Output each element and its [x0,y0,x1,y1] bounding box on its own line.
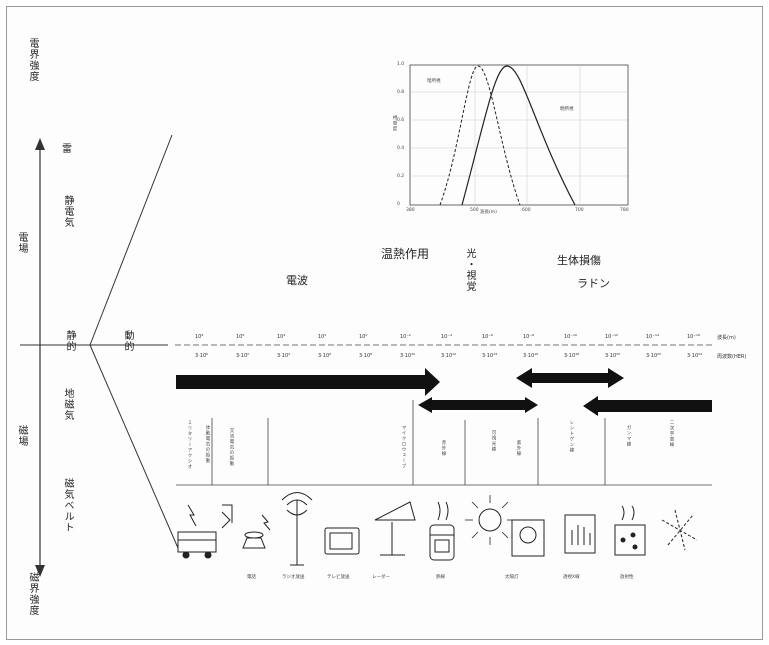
static-label: 静的 [64,330,75,352]
electric-field-strength-label: 電界強度 [27,38,38,82]
thermal-effect-label: 温熱作用 [381,247,430,261]
frequency-tick: 3·10¹⁸ [564,353,580,359]
inset-y-tick: 0.4 [397,146,405,151]
frequency-tick: 3·10² [236,353,250,359]
device-label-heat: 熱線 [436,575,445,580]
wavelength-tick: 10⁻⁴ [441,334,453,340]
band-arrows [176,368,712,416]
frequency-tick: 3·10²⁴ [687,353,703,359]
band-label-visible: 可視光線 [491,430,496,452]
biological-damage-label: 生体損傷 [557,254,601,267]
band-label-microwave: マイクロウェーブ [401,425,406,469]
inset-y-tick: 0 [397,202,400,207]
inset-xlabel: 波長(m) [480,210,497,215]
inset-y-tick: 0.8 [397,90,405,95]
inset-x-tick: 500 [470,208,479,213]
scotopic-label: 暗所視 [427,79,441,84]
diagram-frame [6,6,763,640]
frequency-unit-label: 周波数(HER) [717,354,747,360]
frequency-tick: 3·10²² [646,353,662,359]
wavelength-unit-label: 波長(m) [717,335,736,341]
frequency-tick: 3·10⁸ [359,353,373,359]
radon-label: ラドン [577,277,610,290]
wavelength-tick: 10⁻¹² [605,334,619,340]
dynamic-label: 動的 [122,330,133,352]
device-label-tv: テレビ放送 [327,575,350,580]
band-label-ac: 交流電気の振動 [229,428,234,467]
band-label-ultraviolet: 紫外線 [516,440,521,457]
device-label-telephone: 電話 [247,575,256,580]
frequency-tick: 3·10⁰ [195,353,209,359]
inset-y-tick: 0.2 [397,174,405,179]
frequency-tick: 3·10¹⁶ [523,353,539,359]
inset-y-tick: 0.6 [397,118,405,123]
bio-damage-arrow [516,368,624,388]
band-label-body-electric: 体動電気の振動 [205,425,210,464]
inset-x-tick: 600 [522,208,531,213]
magnetic-field-strength-label: 磁界強度 [27,572,38,616]
frequency-tick: 3·10¹⁰ [400,353,416,359]
frequency-tick: 3·10²⁰ [605,353,621,359]
frequency-tick: 3·10⁴ [277,353,291,359]
wavelength-tick: 10⁰ [359,334,368,340]
band-label-cosmic: 二次宇宙線 [669,420,674,448]
device-label-radioactive: 放射性 [620,575,634,580]
band-label-elf: ミリタリーアクシオ [187,420,192,470]
wavelength-tick: 10⁻¹⁰ [564,334,578,340]
wavelength-tick: 10⁻² [400,334,412,340]
light-vision-label: 光・視覚 [464,248,475,292]
photopic-label: 明所視 [560,107,574,112]
band-label-gamma: ガンマ線 [626,425,631,447]
wavelength-tick: 10⁶ [236,334,245,340]
inset-chart [409,64,629,206]
wavelength-tick: 10⁻¹⁴ [646,334,660,340]
down-arrow-icon [35,565,45,577]
frequency-tick: 3·10¹² [441,353,457,359]
frequency-tick: 3·10⁶ [318,353,332,359]
photopic-curve [461,65,576,206]
static-electricity-label: 静電気 [62,195,73,228]
scotopic-curve [439,65,521,206]
wavelength-tick: 10⁻⁶ [482,334,494,340]
inset-ylabel: 視感度 [392,115,397,132]
device-label-xray: 透視X線 [563,575,580,580]
wavelength-tick: 10² [318,334,327,340]
wavelength-tick: 10⁻¹⁶ [687,334,701,340]
inset-y-tick: 1.0 [397,62,405,67]
inset-x-tick: 700 [575,208,584,213]
electric-field-label: 電場 [16,232,27,254]
device-label-radar: レーダー [372,575,390,580]
geomagnetism-label: 地磁気 [62,388,73,421]
band-label-infrared: 赤外線 [441,440,446,457]
magnetic-belt-label: 磁気ベルト [62,478,73,533]
wavelength-tick: 10⁴ [277,334,286,340]
device-label-radio: ラジオ放送 [282,575,305,580]
wavelength-tick: 10⁻⁸ [523,334,535,340]
thunder-label: 雷 [62,144,72,155]
device-label-sunlamp: 太陽灯 [505,575,519,580]
radio-thermal-arrow [176,368,440,396]
radon-arrow [583,396,712,416]
magnetic-field-label: 磁場 [16,425,27,447]
wavelength-tick: 10⁸ [195,334,204,340]
inset-x-tick: 780 [620,208,629,213]
frequency-tick: 3·10¹⁴ [482,353,498,359]
band-label-xray: レントゲン線 [569,420,574,453]
up-arrow-icon [35,138,45,150]
radio-waves-label: 電波 [286,274,308,287]
inset-x-tick: 380 [406,208,415,213]
light-arrow [418,397,538,413]
